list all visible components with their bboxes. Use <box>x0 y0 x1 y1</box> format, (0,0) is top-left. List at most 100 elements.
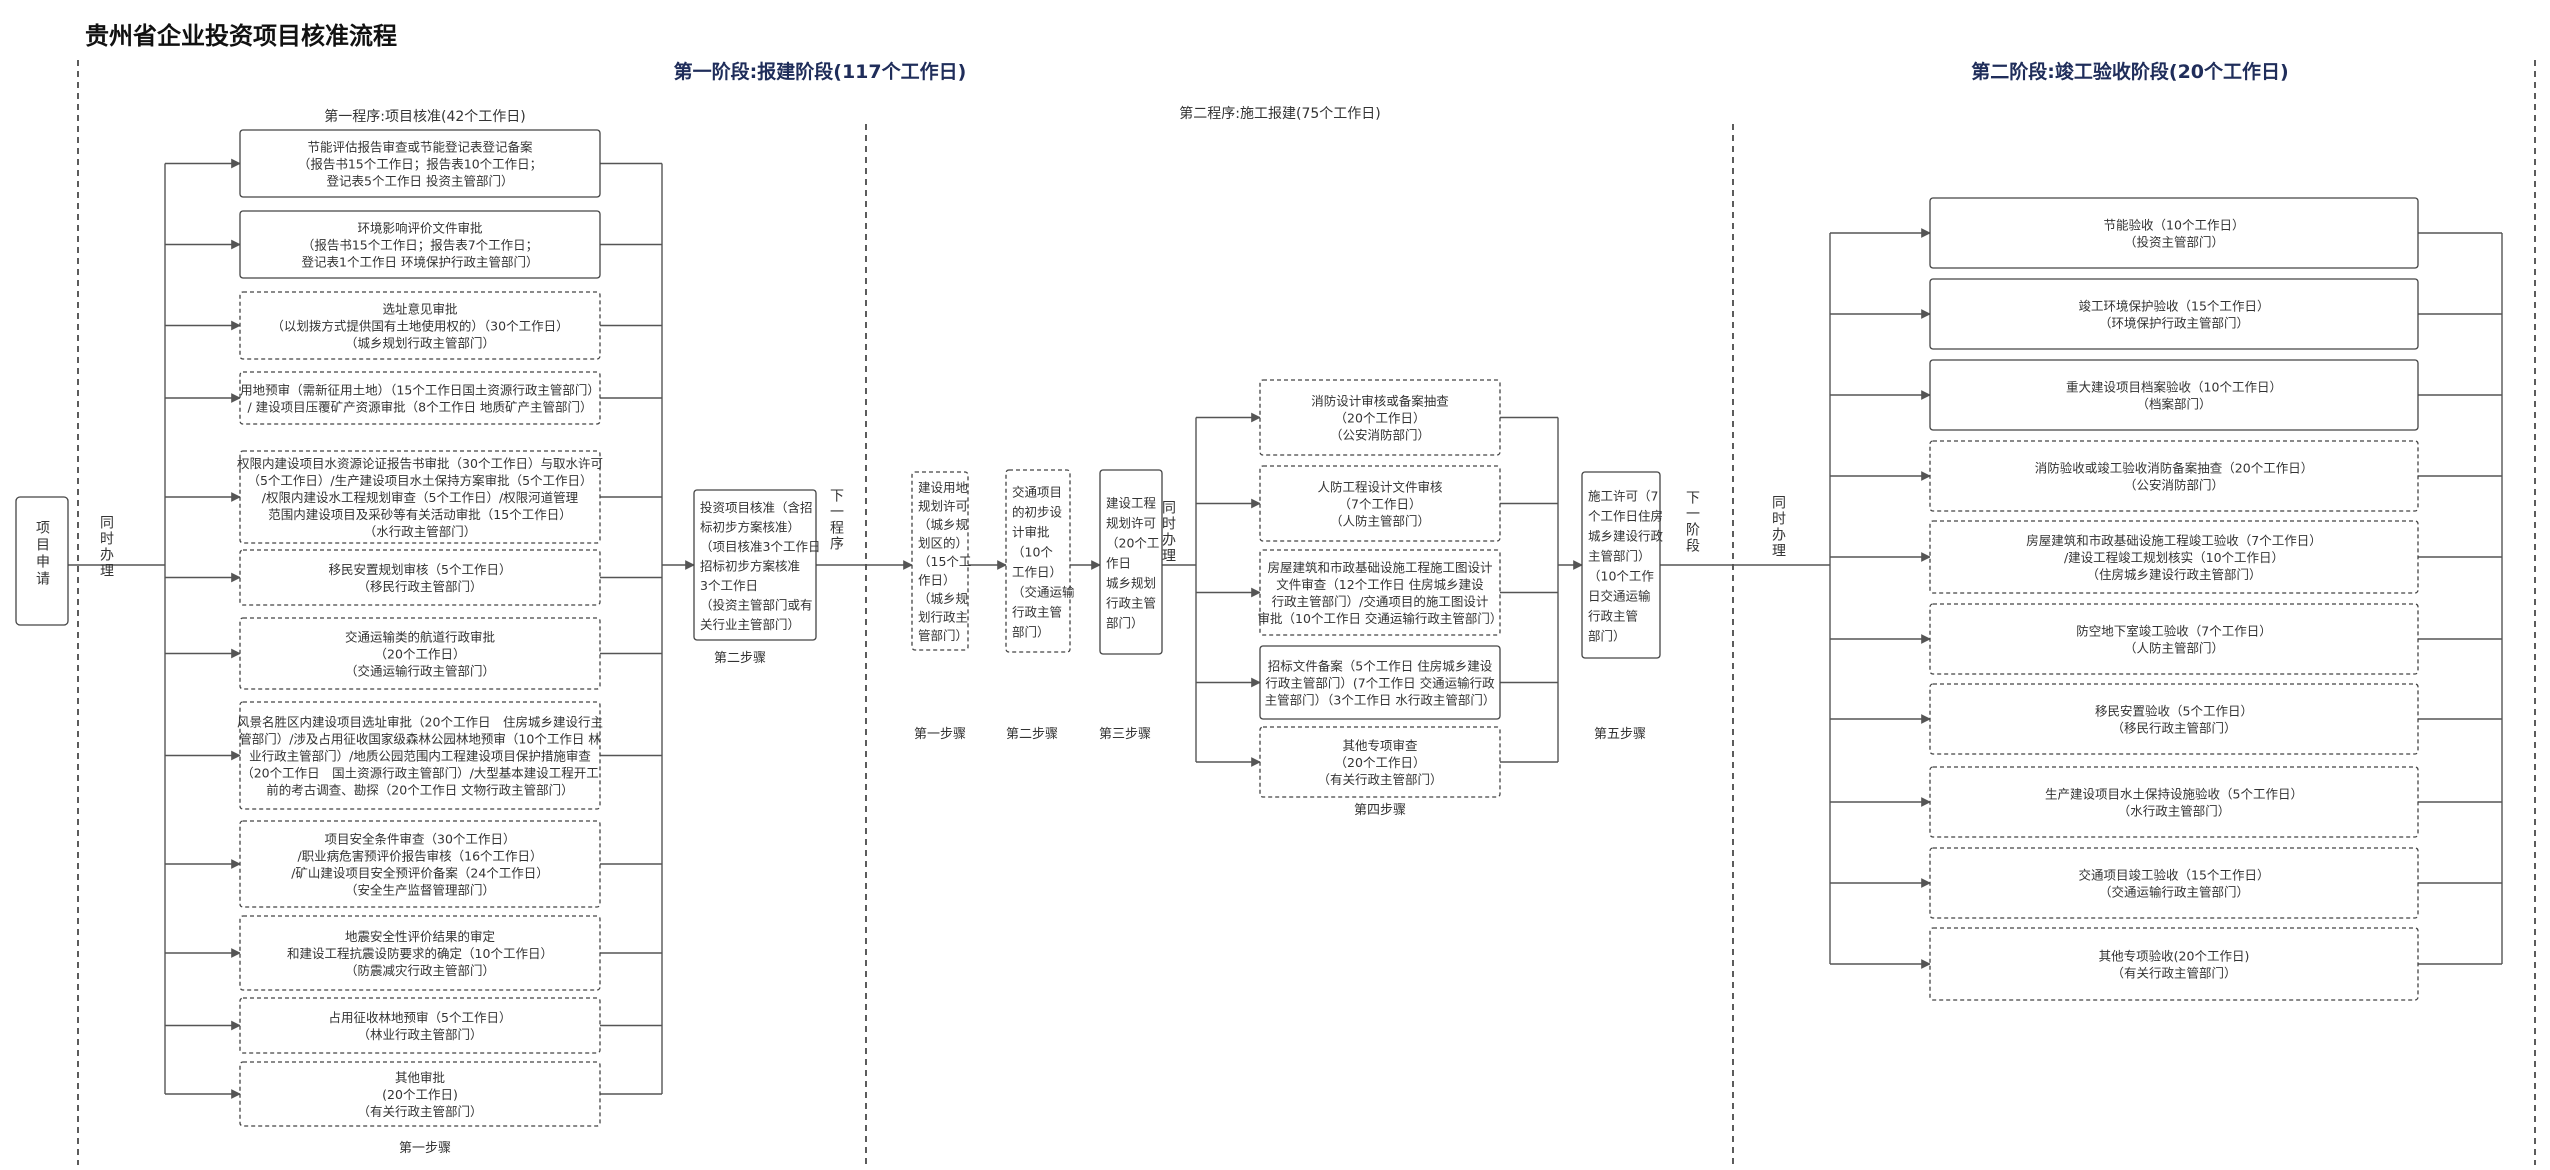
p1-item-9-line: /职业病危害预评价报告审核（16个工作日） <box>297 848 542 863</box>
stage2-item-2-line: （环境保护行政主管部门） <box>2099 315 2249 330</box>
p1-item-1-line: （报告书15个工作日；报告表10个工作日； <box>298 156 542 171</box>
p2-step5-box-line: 个工作日住房 <box>1588 509 1663 524</box>
stage2-item-9-line: （交通运输行政主管部门） <box>2099 884 2249 899</box>
p1-step2-label: 第二步骤 <box>714 651 766 666</box>
stage2-item-6: 防空地下室竣工验收（7个工作日）（人防主管部门） <box>1929 603 2419 675</box>
p1-item-7-line: （20个工作日） <box>375 646 466 661</box>
approval-box: 投资项目核准（含招标初步方案核准）（项目核准3个工作日招标初步方案核准3个工作日… <box>693 489 820 641</box>
p2-step4-label: 第四步骤 <box>1354 803 1406 818</box>
p1-item-3-line: 选址意见审批 <box>382 301 457 316</box>
concurrent-label-p2: 同时办理 <box>1160 500 1176 564</box>
procedure2-title: 第二程序:施工报建(75个工作日) <box>1179 105 1380 122</box>
stage2-item-3: 重大建设项目档案验收（10个工作日） （档案部门） <box>1929 359 2419 431</box>
p1-item-12-frame <box>239 1061 601 1127</box>
stage2-item-4-line: 消防验收或竣工验收消防备案抽查（20个工作日） <box>2035 460 2313 475</box>
stage2-item-8-frame <box>1929 766 2419 838</box>
p1-item-3-frame <box>239 291 601 360</box>
stage2-item-3-line: 重大建设项目档案验收（10个工作日） <box>2066 379 2282 394</box>
p2-step2-box-line: 的初步设 <box>1012 505 1063 520</box>
approval-box-frame <box>693 489 817 641</box>
p2-step3-box-line: 规划许可 <box>1106 516 1156 531</box>
p2-step4-item-5-line: （20个工作日） <box>1335 755 1426 770</box>
p2-step4-item-2: 人防工程设计文件审核（7个工作日）（人防主管部门） <box>1259 465 1501 542</box>
p1-item-6-frame <box>239 549 601 606</box>
stage2-item-10-frame <box>1929 927 2419 1001</box>
p1-item-5-frame <box>239 450 601 544</box>
p1-item-9-line: /矿山建设项目安全预评价备案（24个工作日） <box>291 865 549 880</box>
p1-item-10-line: （防震减灾行政主管部门） <box>345 963 495 978</box>
start-box: 项目申请 <box>15 496 69 626</box>
p1-item-1-line: 节能评估报告审查或节能登记表登记备案 <box>307 139 533 154</box>
p2-step4-item-5-frame <box>1259 726 1501 798</box>
stage2-item-5-frame <box>1929 520 2419 594</box>
stage2-item-2: 竣工环境保护验收（15个工作日）（环境保护行政主管部门） <box>1929 278 2419 350</box>
p1-item-3-line: （城乡规划行政主管部门） <box>345 335 495 350</box>
p1-item-11-frame <box>239 997 601 1054</box>
p2-step1-box-line: 作日） <box>918 573 956 588</box>
p1-item-11-line: （林业行政主管部门） <box>357 1027 482 1042</box>
p2-step4-item-3-line: 文件审查（12个工作日 住房城乡建设 <box>1276 577 1484 592</box>
stage2-item-7: 移民安置验收（5个工作日）（移民行政主管部门） <box>1929 683 2419 755</box>
p1-item-11-line: 占用征收林地预审（5个工作日） <box>329 1010 512 1025</box>
p2-step4-item-3-line: 审批（10个工作日 交通运输行政主管部门） <box>1258 611 1503 626</box>
p1-item-5: 权限内建设项目水资源论证报告书审批（30个工作日）与取水许可（5个工作日）/生产… <box>237 450 603 544</box>
p2-step1-box-line: 规划许可 <box>918 499 968 514</box>
p2-step4-item-4-line: 招标文件备案（5个工作日 住房城乡建设 <box>1268 658 1493 673</box>
stage2-item-8: 生产建设项目水土保持设施验收（5个工作日）（水行政主管部门） <box>1929 766 2419 838</box>
stage2-item-5-line: /建设工程竣工规划核实（10个工作日） <box>2064 550 2284 565</box>
p2-step2-box-line: （10个 <box>1012 545 1053 560</box>
p1-item-3: 选址意见审批（以划拨方式提供国有土地使用权的）（30个工作日）（城乡规划行政主管… <box>239 291 601 360</box>
p1-item-8: 风景名胜区内建设项目选址审批（20个工作日 住房城乡建设行主管部门）/涉及占用征… <box>237 701 603 810</box>
stage2-item-9-line: 交通项目竣工验收（15个工作日） <box>2079 867 2270 882</box>
p2-step5-label: 第五步骤 <box>1594 727 1646 742</box>
p2-step2-label: 第二步骤 <box>1006 727 1058 742</box>
p2-step3-box-line: 行政主管 <box>1106 596 1156 611</box>
p2-step4-item-5-line: （有关行政主管部门） <box>1317 772 1442 787</box>
p2-step4-item-1-line: （公安消防部门） <box>1330 427 1430 442</box>
next-procedure-label: 下一程序 <box>828 488 844 552</box>
p1-item-6-line: 移民安置规划审核（5个工作日） <box>329 562 512 577</box>
p2-step1-box-line: 建设用地 <box>918 480 969 495</box>
p2-step5-box-line: 主管部门） <box>1588 549 1651 564</box>
p1-item-4: 用地预审（需新征用土地）（15个工作日国土资源行政主管部门）/ 建设项目压覆矿产… <box>239 371 601 425</box>
p1-item-10-line: 和建设工程抗震设防要求的确定（10个工作日） <box>287 946 553 961</box>
next-stage-label-text: 下一阶段 <box>1684 490 1700 554</box>
p1-item-7-line: 交通运输类的航道行政审批 <box>345 629 495 644</box>
stage2-item-5-line: 房屋建筑和市政基础设施工程竣工验收（7个工作日） <box>2026 533 2321 548</box>
stage2-item-3-line: （档案部门） <box>2136 396 2211 411</box>
p1-item-4-line: / 建设项目压覆矿产资源审批（8个工作日 地质矿产主管部门） <box>247 399 592 414</box>
p2-step1-label: 第一步骤 <box>914 727 966 742</box>
separators <box>77 60 2536 1165</box>
p1-item-10: 地震安全性评价结果的审定和建设工程抗震设防要求的确定（10个工作日）（防震减灾行… <box>239 915 601 991</box>
p1-item-2: 环境影响评价文件审批（报告书15个工作日；报告表7个工作日；登记表1个工作日 环… <box>239 210 601 279</box>
p2-step4-item-2-frame <box>1259 465 1501 542</box>
p1-item-8-line: 前的考古调查、勘探（20个工作日 文物行政主管部门） <box>266 782 573 797</box>
stage2-item-7-frame <box>1929 683 2419 755</box>
approval-box-line: 3个工作日 <box>700 578 758 593</box>
p1-item-8-line: 风景名胜区内建设项目选址审批（20个工作日 住房城乡建设行主 <box>237 714 603 729</box>
p1-item-4-frame <box>239 371 601 425</box>
concurrent-label-stage2-text: 同时办理 <box>1770 495 1786 559</box>
stage2-item-6-line: （人防主管部门） <box>2124 640 2224 655</box>
p1-item-5-line: 权限内建设项目水资源论证报告书审批（30个工作日）与取水许可 <box>237 456 603 471</box>
p2-step4-item-4: 招标文件备案（5个工作日 住房城乡建设行政主管部门）(7个工作日 交通运输行政主… <box>1259 645 1501 720</box>
stage2-item-6-frame <box>1929 603 2419 675</box>
p1-item-2-line: 环境影响评价文件审批 <box>357 220 482 235</box>
p1-item-8-line: 管部门）/涉及占用征收国家级森林公园林地预审（10个工作日 林 <box>239 731 601 746</box>
page-title: 贵州省企业投资项目核准流程 <box>85 22 397 50</box>
p1-item-12-line: （有关行政主管部门） <box>357 1104 482 1119</box>
p1-item-7: 交通运输类的航道行政审批（20个工作日）（交通运输行政主管部门） <box>239 617 601 690</box>
start-box-frame <box>15 496 69 626</box>
p2-step4-item-5-line: 其他专项审查 <box>1342 738 1418 753</box>
p2-step4-item-1-line: 消防设计审核或备案抽查 <box>1311 393 1449 408</box>
stage2-item-8-line: （水行政主管部门） <box>2118 803 2231 818</box>
p2-step4-item-1-line: （20个工作日） <box>1335 410 1426 425</box>
stage2-title: 第二阶段:竣工验收阶段(20个工作日) <box>1971 60 2288 83</box>
p1-item-1-line: 登记表5个工作日 投资主管部门） <box>327 173 514 188</box>
p1-item-6: 移民安置规划审核（5个工作日）（移民行政主管部门） <box>239 549 601 606</box>
p2-step5-box: 施工许可（7个工作日住房城乡建设行政主管部门）（10个工作日交通运输行政主管部门… <box>1581 471 1664 659</box>
stage2-item-4-line: （公安消防部门） <box>2124 477 2224 492</box>
